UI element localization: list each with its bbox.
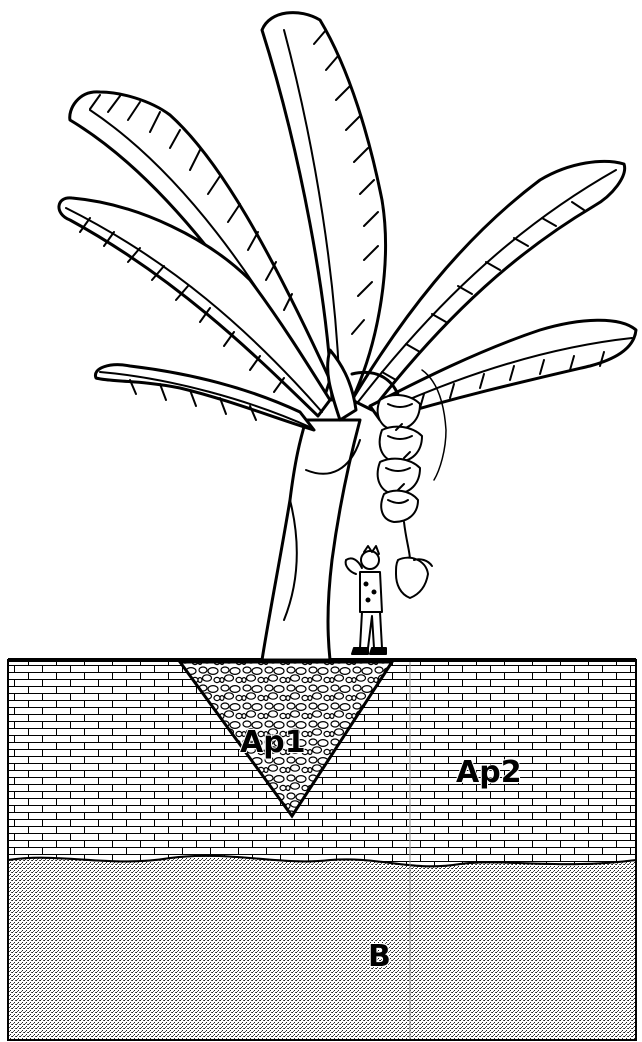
b-horizon xyxy=(8,856,636,1040)
label-ap1: Ap1 xyxy=(240,725,306,760)
soil-profile xyxy=(8,660,636,1040)
label-ap2: Ap2 xyxy=(456,755,522,790)
person-figure xyxy=(346,546,386,654)
banana-plant xyxy=(59,13,636,660)
banana-bud xyxy=(396,558,428,598)
pseudostem xyxy=(262,420,360,660)
label-b: B xyxy=(368,939,391,974)
